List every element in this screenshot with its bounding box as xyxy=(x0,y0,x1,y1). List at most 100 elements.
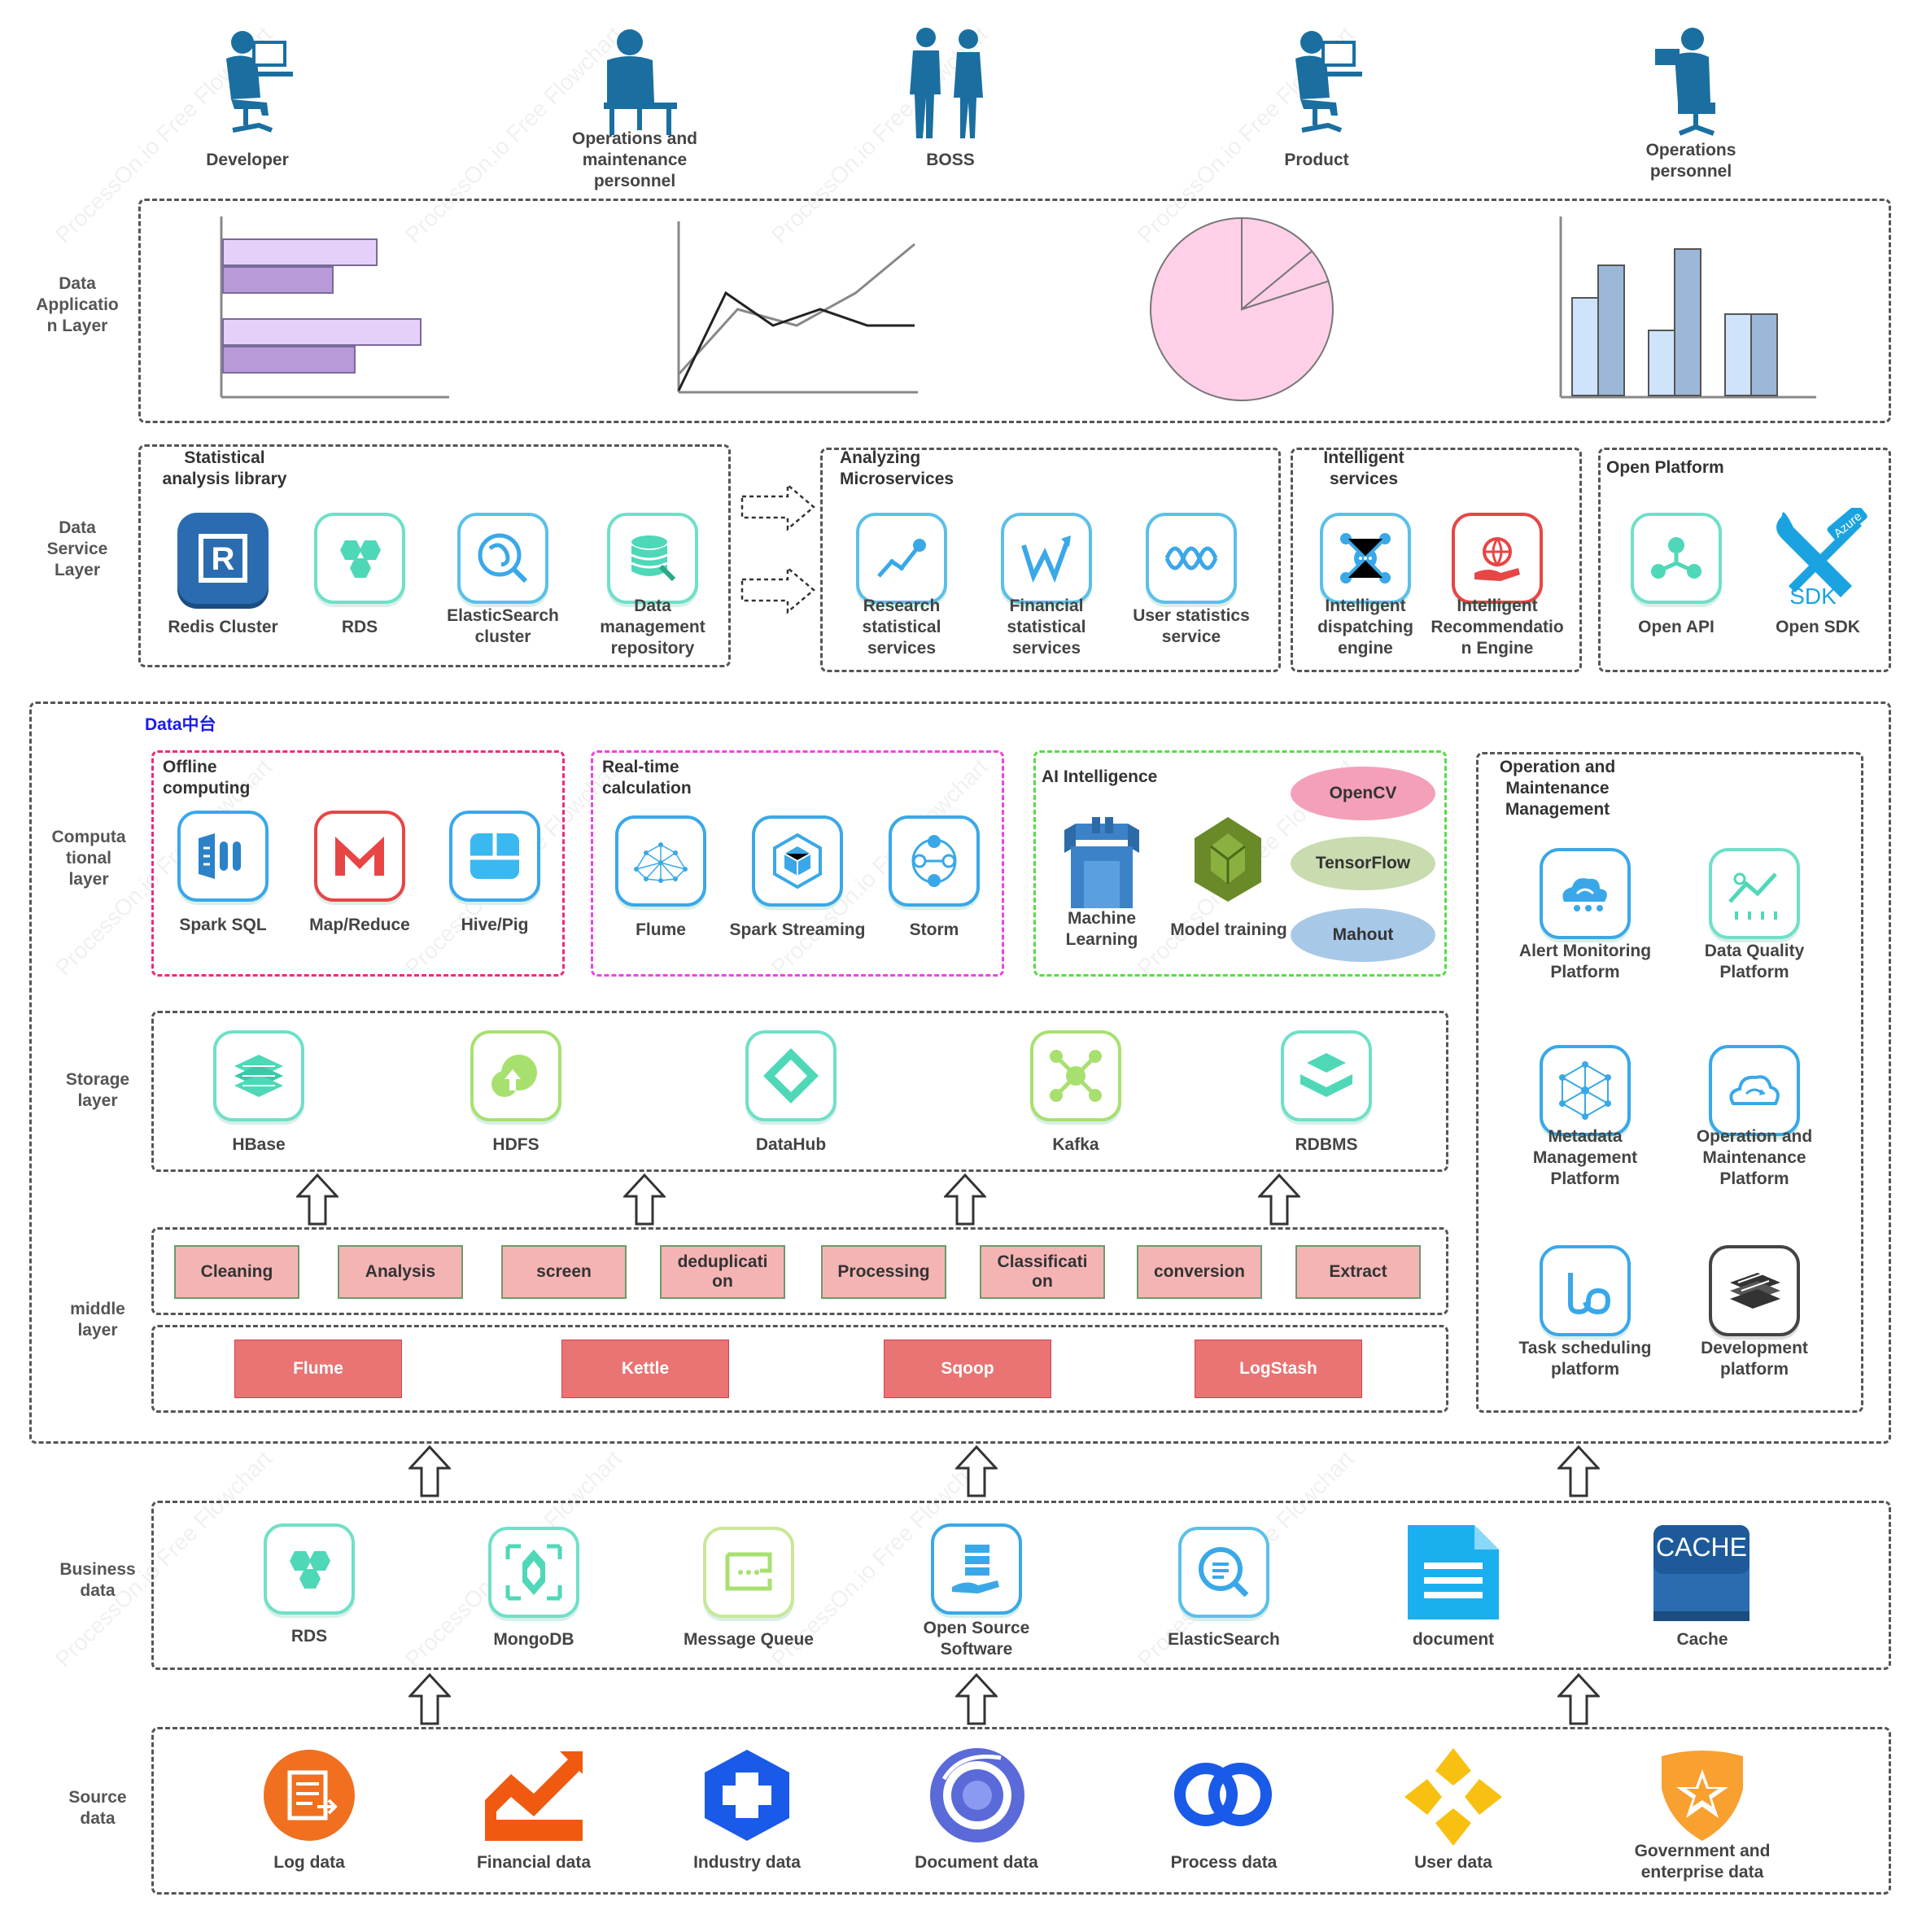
collection-tool: Sqoop xyxy=(884,1340,1051,1398)
business-label: ElasticSearch xyxy=(1168,1630,1280,1649)
collection-tool: LogStash xyxy=(1195,1340,1362,1398)
chart-bar xyxy=(1674,248,1701,396)
government-data-icon xyxy=(1662,1751,1743,1841)
chart-series-line xyxy=(677,243,915,376)
chart-bar xyxy=(222,318,422,346)
source-label: User data xyxy=(1414,1853,1492,1872)
layer-label: Business data xyxy=(59,1560,136,1600)
collection-tool: Kettle xyxy=(561,1340,729,1398)
vbar-group xyxy=(1571,248,1778,396)
intelligent-dispatching-tile xyxy=(1320,513,1411,604)
source-label: Document data xyxy=(915,1853,1038,1872)
layer-label: Computa tional layer xyxy=(51,828,126,889)
storage-label: RDBMS xyxy=(1295,1135,1358,1154)
process-step: Extract xyxy=(1295,1245,1421,1299)
process-step: Processing xyxy=(821,1245,946,1299)
up-arrow-icon xyxy=(944,1174,986,1226)
product-icon xyxy=(1295,31,1362,133)
document-data-icon xyxy=(930,1748,1024,1842)
message-queue-tile xyxy=(703,1527,794,1618)
group-title: Statistical analysis library xyxy=(162,448,287,488)
metadata-management-tile xyxy=(1540,1045,1631,1136)
collection-row xyxy=(151,1325,1448,1413)
boss-icon xyxy=(910,28,983,138)
compute-label: Storm xyxy=(909,920,959,939)
hdfs-cloud-icon xyxy=(491,1055,537,1097)
data-management-repository-tile xyxy=(607,513,698,604)
financial-statistical-tile xyxy=(1001,513,1092,604)
storm-tile xyxy=(889,815,980,907)
ops-maintenance-icon xyxy=(604,29,677,135)
data-middle-title: Data中台 xyxy=(145,715,216,734)
ops-label: Data Quality Platform xyxy=(1704,942,1805,981)
elasticsearch-cluster-tile xyxy=(457,513,548,604)
processing-row xyxy=(151,1227,1448,1315)
process-step: conversion xyxy=(1137,1245,1262,1299)
alert-monitoring-tile xyxy=(1540,848,1631,939)
cloud-sync-icon xyxy=(1729,1075,1780,1105)
up-arrow-icon xyxy=(1258,1174,1300,1226)
business-data-layer xyxy=(151,1501,1891,1670)
chart-bar xyxy=(1724,313,1752,396)
operations-personnel-icon xyxy=(1655,28,1715,136)
layer-label: middle layer xyxy=(70,1300,125,1340)
analyzing-microservices-group xyxy=(820,448,1281,672)
chart-series-line xyxy=(677,291,915,391)
group-title: Operation and Maintenance Management xyxy=(1499,758,1616,819)
map-reduce-tile xyxy=(314,811,405,902)
chart-bar xyxy=(1648,330,1675,396)
up-arrow-icon xyxy=(408,1445,451,1497)
service-label: Redis Cluster xyxy=(168,618,278,636)
compute-label: Map/Reduce xyxy=(309,916,410,934)
process-data-icon xyxy=(1174,1763,1272,1826)
storage-label: Kafka xyxy=(1052,1135,1099,1154)
up-arrow-icon xyxy=(408,1673,451,1725)
flume-realtime-tile xyxy=(615,815,706,907)
source-label: Industry data xyxy=(693,1853,801,1872)
up-arrow-icon xyxy=(955,1673,998,1725)
chart-bar xyxy=(222,238,378,266)
source-label: Financial data xyxy=(476,1853,592,1872)
compute-label: Spark SQL xyxy=(179,916,267,934)
real-time-calculation-group xyxy=(591,750,1004,977)
source-data-layer xyxy=(151,1727,1891,1895)
service-label: Financial statistical services xyxy=(1007,597,1086,658)
storage-layer xyxy=(151,1011,1448,1172)
layer-label: Source data xyxy=(68,1788,127,1828)
trend-up-icon xyxy=(877,539,926,578)
data-application-layer xyxy=(138,199,1891,423)
persona-label: Product xyxy=(1284,151,1349,169)
compute-label: Flume xyxy=(636,920,686,939)
elasticsearch-icon xyxy=(478,533,528,584)
up-arrow-icon xyxy=(1557,1673,1600,1725)
cube-cluster-icon xyxy=(773,833,822,890)
service-label: Intelligent Recommendatio n Engine xyxy=(1431,597,1564,658)
service-label: Data management repository xyxy=(600,597,705,658)
offline-computing-group xyxy=(151,750,565,977)
financial-trend-icon xyxy=(1021,535,1071,584)
group-title: Offline computing xyxy=(163,758,251,798)
cache-badge: CACHE xyxy=(1656,1532,1747,1562)
data-middle-platform xyxy=(29,702,1891,1444)
group-title: Real-time calculation xyxy=(602,758,692,798)
task-scheduling-tile xyxy=(1540,1245,1631,1336)
ai-label: Model training xyxy=(1170,920,1287,939)
open-platform-group xyxy=(1598,448,1891,672)
group-title: AI Intelligence xyxy=(1042,767,1158,786)
hbar-group xyxy=(222,238,422,374)
ops-label: Alert Monitoring Platform xyxy=(1518,942,1652,981)
rdbms-tile xyxy=(1281,1030,1372,1121)
rds-tile xyxy=(314,513,405,604)
industry-data-icon xyxy=(705,1750,789,1841)
business-label: Cache xyxy=(1676,1630,1728,1649)
line-chart xyxy=(677,221,918,394)
document-icon xyxy=(1408,1525,1499,1619)
rds-icon xyxy=(290,1551,330,1589)
hive-pig-tile xyxy=(449,811,540,902)
business-label: MongoDB xyxy=(493,1630,574,1649)
flume-mesh-icon xyxy=(634,842,688,883)
up-arrow-icon xyxy=(1557,1445,1600,1497)
chart-bar xyxy=(1750,313,1778,396)
spark-sql-icon xyxy=(199,833,241,879)
infinity-icon xyxy=(1568,1273,1611,1315)
